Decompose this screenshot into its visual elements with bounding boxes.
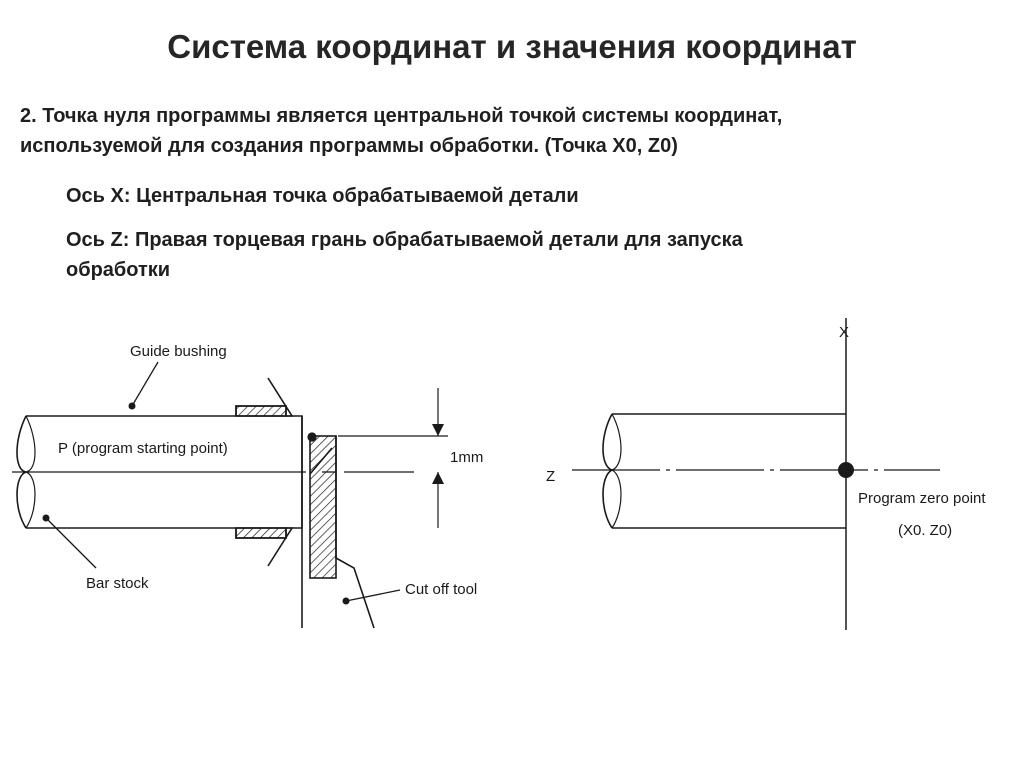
z-axis-label: Z xyxy=(546,468,555,485)
bar-stock-leader xyxy=(45,517,97,569)
paragraph-line: обработки xyxy=(66,259,171,281)
left-diagram xyxy=(12,361,448,629)
program-zero-dot xyxy=(838,462,854,478)
paragraph-line: Ось Z: Правая торцевая грань обрабатывае… xyxy=(66,229,743,251)
page-title: Система координат и значения координат xyxy=(167,28,857,65)
paragraph-line: используемой для создания программы обра… xyxy=(20,135,678,157)
right-diagram xyxy=(572,318,940,630)
paragraph-zero-point: 2. Точка нуля программы является централ… xyxy=(20,101,1020,161)
zero-coords-label: (X0. Z0) xyxy=(898,522,952,539)
bar-stock-label: Bar stock xyxy=(86,575,149,592)
program-start-label: P (program starting point) xyxy=(58,440,228,457)
paragraph-z-axis: Ось Z: Правая торцевая грань обрабатывае… xyxy=(66,225,1024,285)
x-axis-label: X xyxy=(839,324,849,341)
cut-off-tool-hatch xyxy=(309,435,337,579)
paragraph-line: 2. Точка нуля программы является централ… xyxy=(20,105,783,127)
cut-off-tool-label: Cut off tool xyxy=(405,581,477,598)
guide-bushing-label: Guide bushing xyxy=(130,343,227,360)
program-start-dot xyxy=(307,432,317,442)
workpiece-shape xyxy=(612,413,846,529)
cut-off-tool-leader xyxy=(345,589,401,602)
dimension-label: 1mm xyxy=(450,449,483,466)
paragraph-x-axis: Ось X: Центральная точка обрабатываемой … xyxy=(66,185,579,207)
cut-off-tool-body xyxy=(335,436,375,629)
guide-bushing-leader xyxy=(131,361,159,407)
zero-point-label: Program zero point xyxy=(858,490,986,507)
